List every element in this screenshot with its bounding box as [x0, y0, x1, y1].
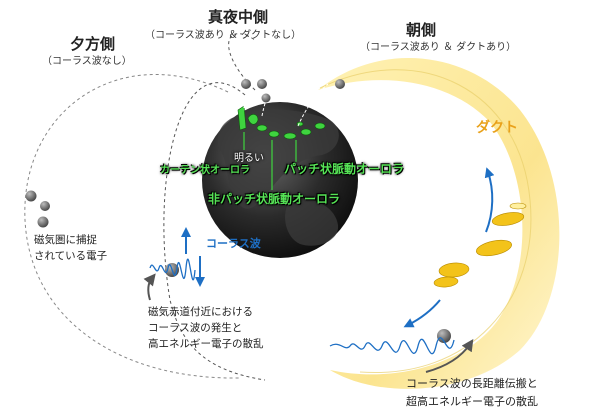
- midnight-field-line-2: [228, 33, 256, 91]
- dusk-electrons: [25, 190, 50, 228]
- bright-label: 明るい: [234, 153, 264, 164]
- dawn-electrons: [335, 79, 451, 343]
- duct-disks: [433, 202, 527, 288]
- dawn-subtitle: （コーラス波あり ＆ ダクトあり）: [360, 42, 517, 53]
- dusk-subtitle: （コーラス波なし）: [42, 56, 132, 67]
- trapped-electrons-line1: 磁気圏に捕捉: [34, 234, 97, 246]
- curtain-aurora-label: カーテン状オーロラ: [160, 165, 250, 176]
- dawn-chorus-wave: [329, 337, 455, 355]
- dawn-title: 朝側: [406, 21, 437, 39]
- duct-arrow-lower: [403, 299, 441, 328]
- patchy-aurora-label: パッチ状脈動オーロラ: [284, 162, 405, 176]
- dawn-gray-arrow: [425, 339, 474, 373]
- equator-scatter-line2: コーラス波の発生と: [148, 322, 243, 334]
- aurora-patches: [237, 105, 326, 140]
- midnight-title: 真夜中側: [208, 8, 269, 26]
- dusk-field-line: [24, 74, 241, 379]
- midnight-gray-arrow: [143, 273, 156, 301]
- midnight-chorus-wave: [149, 258, 196, 281]
- earth-continent-2: [285, 198, 339, 246]
- midnight-subtitle: （コーラス波あり ＆ ダクトなし）: [145, 30, 302, 41]
- nonpatchy-aurora-label: 非パッチ状脈動オーロラ: [208, 192, 341, 206]
- long-range-line1: コーラス波の長距離伝搬と: [406, 377, 538, 390]
- dawn-field-line: [319, 69, 532, 374]
- equator-scatter-line1: 磁気赤道付近における: [148, 306, 253, 318]
- chorus-wave-label: コーラス波: [206, 237, 261, 250]
- equator-scatter-line3: 高エネルギー電子の散乱: [148, 338, 264, 350]
- trapped-electrons-line2: されている電子: [34, 250, 108, 262]
- dusk-title: 夕方側: [70, 35, 116, 53]
- long-range-line2: 超高エネルギー電子の散乱: [406, 395, 538, 408]
- duct-label: ダクト: [476, 120, 518, 136]
- duct-arrow-upper: [484, 167, 495, 233]
